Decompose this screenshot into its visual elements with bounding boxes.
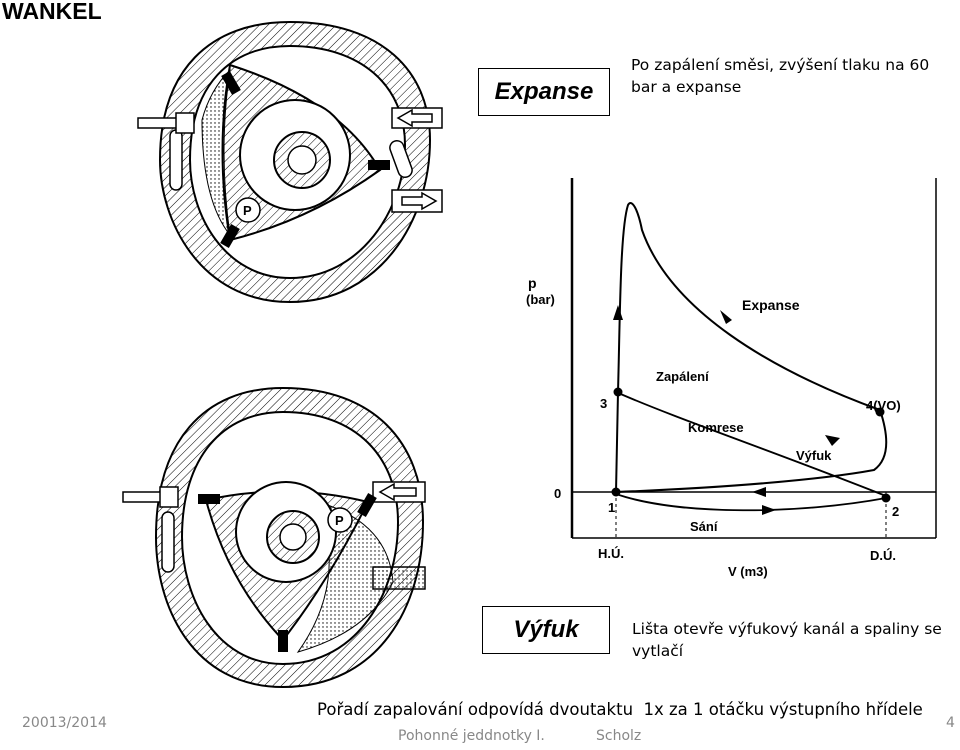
pv-label-2: 2: [892, 504, 899, 519]
pv-label-komprese: Komrese: [688, 420, 744, 435]
vyfuk-label: Výfuk: [513, 616, 579, 643]
pv-point-4: [875, 407, 885, 417]
wankel-engine-diagram-exhaust: P: [122, 386, 426, 689]
vyfuk-note: Lišta otevře výfukový kanál a spaliny se…: [632, 620, 942, 660]
pv-label-3: 3: [600, 396, 607, 411]
pv-label-zapaleni: Zapálení: [656, 369, 709, 384]
pv-diagram: p (bar) Expanse Zapálení 3 4(VO) Komrese…: [526, 178, 937, 579]
pv-point-3: [613, 387, 623, 397]
expanse-label: Expanse: [494, 78, 594, 105]
pv-point-1: [611, 487, 621, 497]
pv-y-label-1: p: [528, 275, 537, 291]
pv-intake-curve: [615, 493, 887, 512]
pv-label-vyfuk: Výfuk: [796, 448, 832, 463]
pv-y-label-2: (bar): [526, 292, 555, 307]
wankel-engine-diagram-expansion: P: [137, 20, 443, 304]
pv-label-zero: 0: [554, 486, 561, 501]
pv-label-expanse: Expanse: [742, 297, 800, 313]
pv-label-du: D.Ú.: [870, 548, 896, 563]
footer-date: 20013/2014: [22, 715, 107, 731]
footer-author: Scholz: [596, 728, 642, 744]
footer-main-text: Pořadí zapalování odpovídá dvoutaktu 1x …: [317, 700, 923, 719]
pv-label-hu: H.Ú.: [598, 546, 624, 561]
pv-label-1: 1: [608, 500, 615, 515]
rotor-label-top: P: [243, 203, 252, 218]
footer-course: Pohonné jeddnotky I.: [398, 728, 545, 744]
pv-cycle-curve: [615, 202, 888, 493]
rotor-label-bottom: P: [335, 513, 344, 528]
vyfuk-label-box: Výfuk: [482, 606, 610, 654]
expanse-label-box: Expanse: [478, 68, 610, 116]
pv-point-2: [881, 493, 891, 503]
expanse-note: Po zapálení směsi, zvýšení tlaku na 60 b…: [631, 56, 930, 96]
pv-compression-curve: [615, 391, 887, 497]
pv-x-label: V (m3): [728, 564, 768, 579]
pv-label-sani: Sání: [690, 519, 718, 534]
slide-title: WANKEL: [2, 0, 102, 24]
page-number: 4: [946, 715, 955, 731]
pv-label-4: 4(VO): [866, 398, 901, 413]
